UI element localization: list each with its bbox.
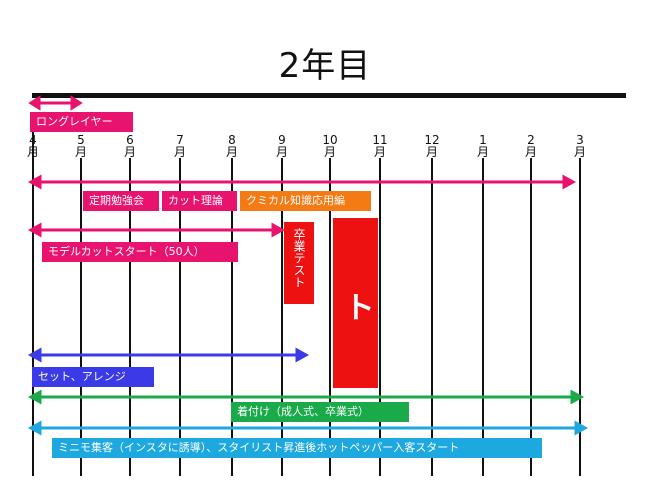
month-label-11: 11 月 xyxy=(372,133,388,159)
month-label-7: 7 月 xyxy=(173,133,186,159)
month-gridline xyxy=(281,158,283,476)
kitsuke-label: 着付け（成人式、卒業式） xyxy=(231,402,409,422)
month-gridline xyxy=(179,158,181,476)
month-gridline xyxy=(482,158,484,476)
teiki-label: 定期勉強会 xyxy=(83,191,159,211)
month-gridline xyxy=(579,158,581,476)
month-label-8: 8 月 xyxy=(225,133,238,159)
cut-riron-label: カット理論 xyxy=(162,191,237,211)
model-cut-label: モデルカットスタート（50人） xyxy=(42,242,238,262)
long-layer-label: ロングレイヤー xyxy=(30,112,133,132)
month-gridline xyxy=(231,158,233,476)
long-layer-arrow xyxy=(28,95,83,111)
page-title: 2年目 xyxy=(278,46,372,86)
month-gridline xyxy=(431,158,433,476)
month-label-6: 6 月 xyxy=(123,133,136,159)
minimo-arrow xyxy=(27,420,589,436)
month-gridline xyxy=(32,128,34,476)
month-label-9: 9 月 xyxy=(275,133,288,159)
month-label-2: 2 月 xyxy=(524,133,537,159)
sotsugyo-test-label: 卒業テスト xyxy=(284,222,314,304)
month-label-1: 1 月 xyxy=(476,133,489,159)
yearly-pink-arrow xyxy=(27,174,577,190)
kitsuke-arrow xyxy=(27,389,585,405)
month-label-12: 12 月 xyxy=(424,133,440,159)
month-label-5: 5 月 xyxy=(74,133,87,159)
month-gridline xyxy=(530,158,532,476)
stylist-label: スタイリスト xyxy=(333,218,419,388)
month-gridline xyxy=(129,158,131,476)
model-cut-arrow xyxy=(27,222,286,238)
chemical-label: クミカル知識応用編 xyxy=(240,191,371,211)
month-gridline xyxy=(80,158,82,476)
month-label-3: 3 月 xyxy=(573,133,586,159)
month-gridline xyxy=(379,158,381,476)
month-label-10: 10 月 xyxy=(322,133,338,159)
set-arrange-arrow xyxy=(27,347,310,363)
top-rule xyxy=(32,93,626,98)
month-gridline xyxy=(329,158,331,476)
minimo-label: ミニモ集客（インスタに誘導）、スタイリスト昇進後ホットペッパー入客スタート xyxy=(52,438,542,458)
set-arrange-label: セット、アレンジ xyxy=(32,367,154,387)
